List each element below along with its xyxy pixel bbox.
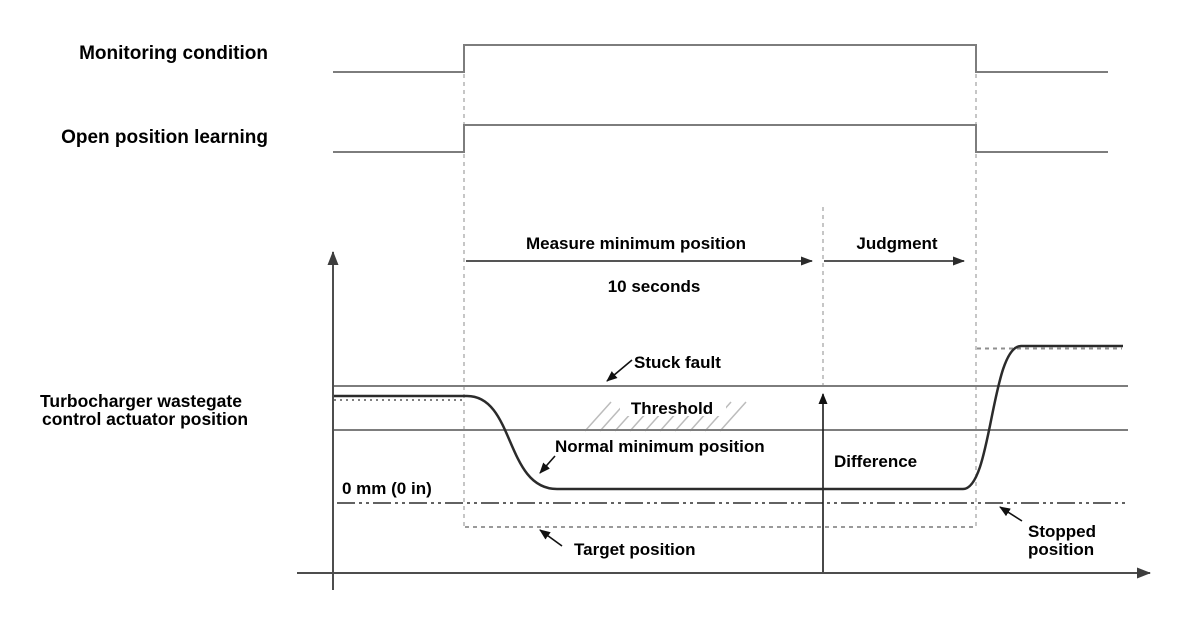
stopped-position-label-line1: Stopped [1028,522,1096,541]
monitoring-condition-signal-trace [333,44,1108,73]
threshold-label: Threshold [631,399,713,418]
threshold-label-backing [620,399,726,416]
monitoring-condition-label: Monitoring condition [79,43,268,64]
measure-minimum-position-label: Measure minimum position [526,234,746,253]
actuator-position-waveform [333,344,1123,491]
stuck-fault-label: Stuck fault [634,353,721,372]
zero-mm-label: 0 mm (0 in) [342,479,432,498]
target-position-label: Target position [574,540,696,559]
judgment-label: Judgment [856,234,938,253]
target-position-pointer-arrow [539,529,563,547]
open-position-learning-signal-trace [333,124,1108,153]
open-position-learning-label: Open position learning [61,127,268,148]
stuck-fault-pointer-arrow [606,359,633,382]
difference-label: Difference [834,452,917,471]
stopped-position-label-line2: position [1028,540,1094,559]
normal-minimum-pointer-arrow [539,455,556,474]
ten-seconds-label: 10 seconds [608,277,701,296]
actuator-position-axis-label-line1: Turbocharger wastegate [40,391,242,411]
actuator-position-axis-label-line2: control actuator position [42,409,248,429]
stopped-position-pointer-arrow [999,506,1023,522]
normal-minimum-position-label: Normal minimum position [555,437,765,456]
